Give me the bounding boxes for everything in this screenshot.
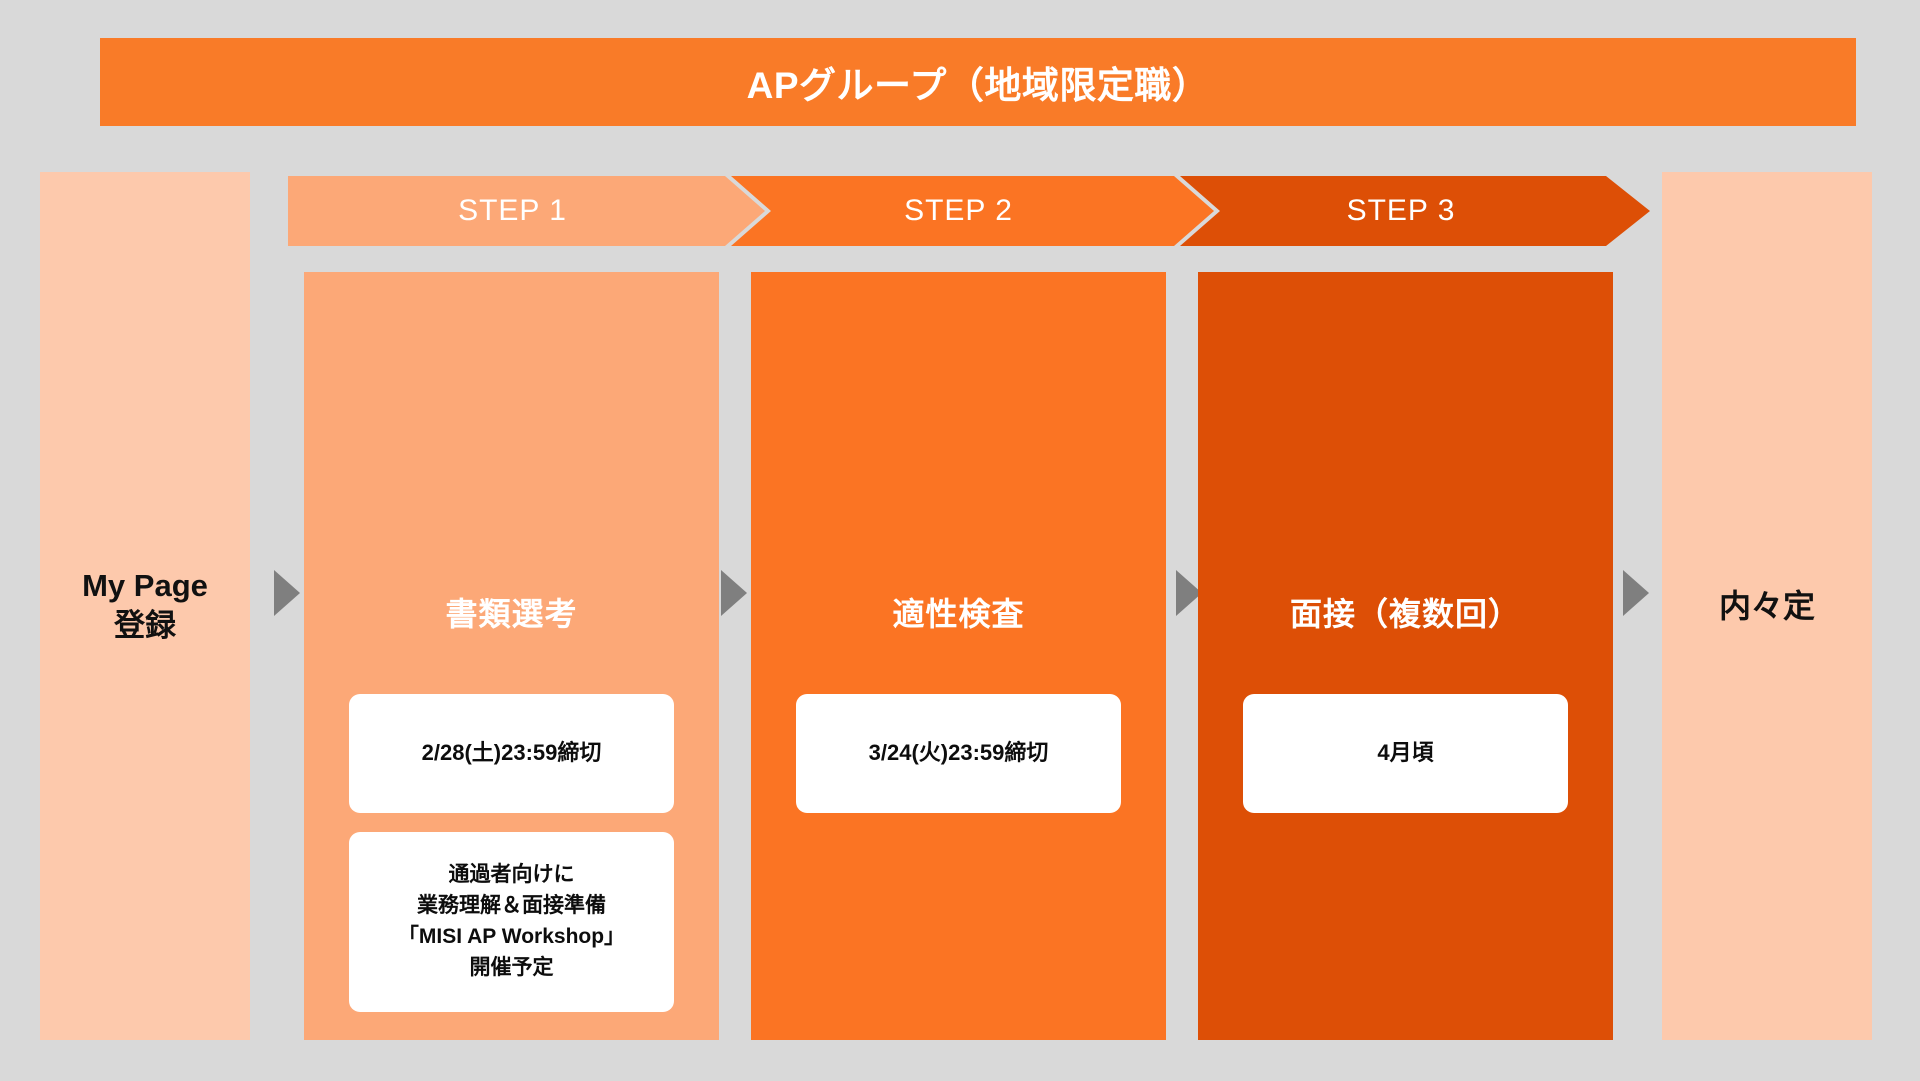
step-2-deadline-box: 3/24(火)23:59締切	[796, 694, 1121, 813]
step-arrow-band: STEP 1 STEP 2 STEP 3	[288, 176, 1650, 246]
page-title: APグループ（地域限定職）	[746, 65, 1210, 106]
step-arrow-3: STEP 3	[1180, 176, 1650, 246]
informal-offer-label: 内々定	[1718, 587, 1815, 624]
mypage-registration-line-1: My Page	[82, 568, 208, 604]
step-arrow-2: STEP 2	[731, 176, 1214, 246]
mypage-registration-panel: My Page 登録	[40, 172, 250, 1040]
mypage-registration-line-2: 登録	[114, 608, 176, 643]
step-1-heading: 書類選考	[445, 596, 578, 632]
step-panel-aptitude-test: 適性検査 3/24(火)23:59締切	[751, 272, 1166, 1040]
right-triangle-arrow-icon	[721, 570, 747, 616]
step-3-schedule-text: 4月頃	[1377, 740, 1434, 766]
step-arrow-3-label: STEP 3	[1346, 194, 1456, 227]
step-1-workshop-box: 通過者向けに 業務理解＆面接準備 「MISI AP Workshop」 開催予定	[349, 832, 674, 1012]
step-3-schedule-box: 4月頃	[1243, 694, 1568, 813]
step-1-workshop-text: 通過者向けに 業務理解＆面接準備 「MISI AP Workshop」 開催予定	[397, 863, 626, 979]
step-arrow-1: STEP 1	[288, 176, 765, 246]
step-3-heading: 面接（複数回）	[1289, 596, 1521, 632]
right-triangle-arrow-icon	[274, 570, 300, 616]
step-2-deadline-text: 3/24(火)23:59締切	[868, 740, 1049, 766]
informal-offer-panel: 内々定	[1662, 172, 1872, 1040]
step-2-heading: 適性検査	[892, 596, 1025, 632]
step-arrow-2-label: STEP 2	[904, 194, 1013, 227]
flow-diagram: My Page 登録 書類選考 2/28(土)23:59締切 通過者向けに 業務…	[0, 172, 1920, 1042]
step-panel-document-screening: 書類選考 2/28(土)23:59締切 通過者向けに 業務理解＆面接準備 「MI…	[304, 272, 719, 1040]
step-panel-interviews: 面接（複数回） 4月頃	[1198, 272, 1613, 1040]
step-arrow-1-label: STEP 1	[458, 194, 567, 227]
right-triangle-arrow-icon	[1623, 570, 1649, 616]
header-banner: APグループ（地域限定職）	[100, 38, 1856, 126]
step-1-deadline-text: 2/28(土)23:59締切	[421, 740, 602, 766]
step-1-deadline-box: 2/28(土)23:59締切	[349, 694, 674, 813]
